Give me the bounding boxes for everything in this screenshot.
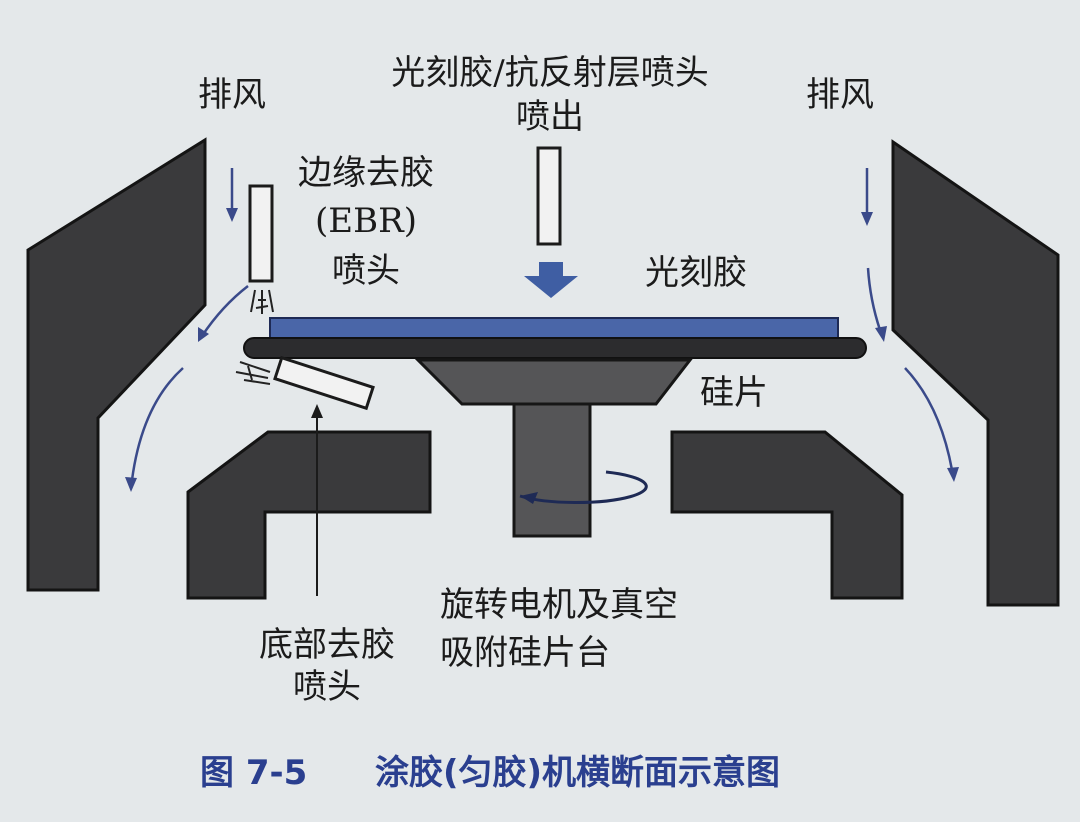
- exhaust-right-label: 排风: [806, 75, 874, 115]
- left-housing: [26, 137, 207, 592]
- ebr-nozzle: [248, 184, 274, 283]
- top-nozzle-label-line2: 喷出: [516, 97, 584, 137]
- top-nozzle: [536, 146, 562, 246]
- wafer-label: 硅片: [700, 373, 768, 413]
- vacuum-chuck: [414, 358, 694, 406]
- dispense-arrow: [524, 262, 578, 298]
- left-inner-bowl: [186, 430, 432, 600]
- figure-number: 图 7-5: [200, 753, 308, 793]
- right-exhaust-arrows: [865, 168, 954, 471]
- right-inner-bowl: [670, 430, 904, 600]
- photoresist-label: 光刻胶: [645, 253, 747, 293]
- ebr-label-line3: 喷头: [332, 251, 400, 291]
- ebr-label-line2: (EBR): [315, 201, 417, 241]
- motor-label-line2: 吸附硅片台: [440, 633, 610, 673]
- motor-label-line1: 旋转电机及真空: [440, 585, 678, 625]
- ebr-label-line1: 边缘去胶: [298, 153, 434, 193]
- backside-nozzle: [273, 355, 375, 411]
- wafer: [243, 337, 867, 359]
- right-exhaust-arrowheads: [861, 212, 959, 482]
- rotation-arrow: [519, 470, 648, 504]
- left-exhaust-arrowheads: [125, 208, 238, 492]
- spindle: [512, 402, 592, 538]
- photoresist-layer: [269, 317, 839, 339]
- backside-spray: [235, 361, 271, 385]
- ebr-spray: [250, 289, 274, 314]
- top-nozzle-label-line1: 光刻胶/抗反射层喷头: [391, 53, 709, 93]
- backside-leader-arrow: [311, 404, 323, 418]
- rotation-arrow-head: [520, 492, 538, 504]
- figure-caption: 图 7-5 涂胶(匀胶)机横断面示意图: [200, 745, 780, 794]
- exhaust-left-label: 排风: [198, 75, 266, 115]
- right-housing: [891, 139, 1060, 607]
- backside-label-line1: 底部去胶: [259, 625, 395, 665]
- figure-title: 涂胶(匀胶)机横断面示意图: [374, 753, 781, 793]
- left-exhaust-arrows: [130, 168, 249, 481]
- backside-label-line2: 喷头: [293, 667, 361, 707]
